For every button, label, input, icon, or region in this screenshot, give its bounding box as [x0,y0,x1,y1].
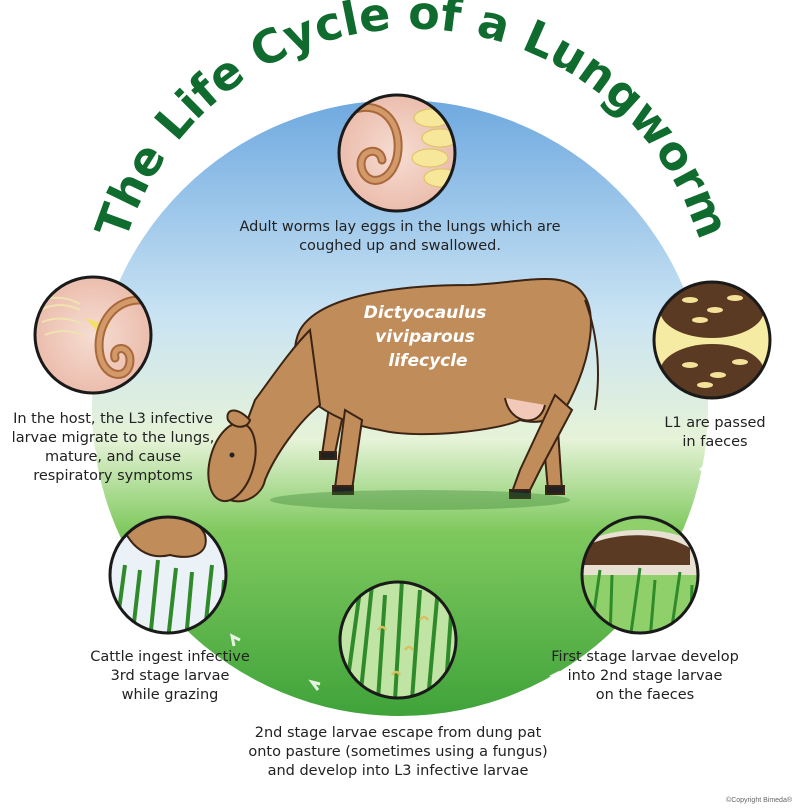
caption-second-stage-line-2: onto pasture (sometimes using a fungus) [248,744,548,760]
copyright-text: ©Copyright Bimeda® [726,797,792,804]
caption-host: In the host, the L3 infective larvae mig… [2,410,224,486]
caption-ingest-line-3: while grazing [121,687,219,703]
stage-larvae-develop-circle [580,515,700,635]
caption-adult-worms-line-2: coughed up and swallowed. [299,238,501,254]
caption-l1-passed: L1 are passed in faeces [650,414,780,452]
stage-adult-worms-circle [337,93,457,213]
caption-adult-worms: Adult worms lay eggs in the lungs which … [230,218,570,256]
center-label-line-3: lifecycle [388,351,467,371]
caption-ingest: Cattle ingest infective 3rd stage larvae… [80,648,260,705]
stage-faeces-circle [652,280,772,400]
caption-host-line-2: larvae migrate to the lungs, [11,430,215,446]
caption-first-stage-line-1: First stage larvae develop [551,649,739,665]
caption-host-line-3: mature, and cause [44,449,182,465]
caption-l1-line-1: L1 are passed [664,415,766,431]
cow-shadow [270,490,570,510]
stage-pasture-circle [338,580,458,700]
caption-adult-worms-line-1: Adult worms lay eggs in the lungs which … [239,219,561,235]
stage-host-circle [33,275,153,395]
caption-first-stage: First stage larvae develop into 2nd stag… [545,648,745,705]
caption-first-stage-line-2: into 2nd stage larvae [567,668,723,684]
center-label-line-2: viviparous [375,327,475,347]
caption-host-line-1: In the host, the L3 infective [13,411,213,427]
caption-second-stage-line-3: and develop into L3 infective larvae [267,763,529,779]
cow-illustration [207,278,599,503]
caption-l1-line-2: in faeces [682,434,748,450]
caption-first-stage-line-3: on the faeces [595,687,695,703]
caption-second-stage: 2nd stage larvae escape from dung pat on… [248,724,548,781]
caption-second-stage-line-1: 2nd stage larvae escape from dung pat [254,725,542,741]
caption-ingest-line-1: Cattle ingest infective [90,649,250,665]
caption-host-line-4: respiratory symptoms [33,468,193,484]
center-label: Dictyocaulus viviparous lifecycle [364,303,493,371]
center-label-line-1: Dictyocaulus [364,303,487,323]
caption-ingest-line-2: 3rd stage larvae [110,668,230,684]
cycle-arrows [84,441,744,691]
